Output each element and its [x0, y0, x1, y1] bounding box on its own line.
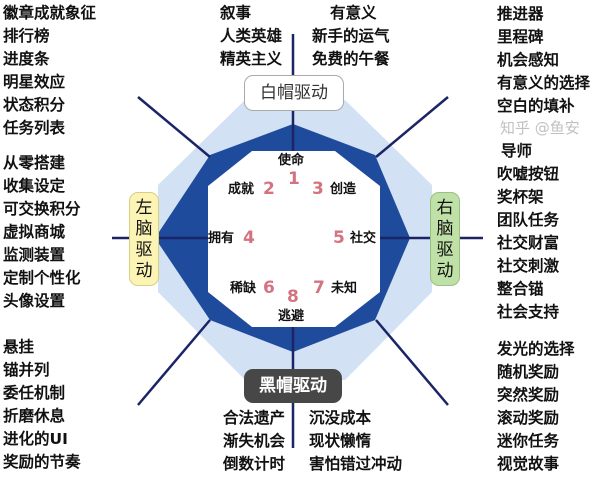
list-item: 导师	[501, 142, 533, 160]
list-top-right: 推进器里程碑机会感知有意义的选择空白的填补	[497, 3, 590, 118]
list-item: 人类英雄	[220, 27, 283, 45]
list-item: 任务列表	[3, 119, 66, 137]
core-label-8: 逃避	[278, 309, 305, 324]
core-label-6: 稀缺	[230, 281, 257, 296]
list-item: 整合锚	[497, 280, 544, 298]
core-number-2: 2	[263, 179, 275, 199]
core-label-1: 使命	[278, 153, 305, 168]
core-label-7: 未知	[331, 281, 358, 296]
list-item: 排行榜	[3, 27, 50, 45]
list-item: 社交财富	[497, 234, 560, 252]
right-brain-label: 右脑驱动	[430, 192, 460, 286]
list-item: 奖励的节奏	[3, 453, 81, 471]
list-item: 监测装置	[3, 246, 66, 264]
list-item: 社交刺激	[497, 257, 560, 275]
list-item: 突然奖励	[497, 386, 560, 404]
list-top-center-left: 叙事人类英雄精英主义	[220, 2, 282, 71]
list-item: 从零搭建	[3, 154, 66, 172]
list-item: 空白的填补	[497, 97, 575, 115]
list-item: 倒数计时	[223, 455, 286, 473]
list-item: 社会支持	[497, 303, 560, 321]
core-number-8: 8	[287, 287, 299, 307]
core-label-5: 社交	[350, 231, 377, 246]
list-bottom-center-right: 沉没成本现状懒惰害怕错过冲动	[309, 407, 402, 476]
list-item: 悬挂	[3, 338, 35, 356]
list-item: 随机奖励	[497, 363, 560, 381]
list-top-left: 徽章成就象征排行榜进度条明星效应状态积分任务列表	[3, 2, 96, 140]
list-bottom-left: 悬挂锚并列委任机制折磨休息进化的UI 奖励的节奏	[3, 336, 81, 474]
list-item: 吹嘘按钮	[497, 165, 560, 183]
list-bottom-right: 发光的选择随机奖励突然奖励滚动奖励迷你任务视觉故事	[497, 338, 575, 476]
list-item: 折磨休息	[3, 407, 66, 425]
list-top-center-right: 有意义新手的运气免费的午餐	[312, 2, 390, 71]
left-brain-label: 左脑驱动	[129, 192, 159, 286]
white-hat-label: 白帽驱动	[244, 75, 344, 111]
watermark: 知乎 @鱼安	[500, 119, 580, 137]
list-item: 收集设定	[3, 177, 66, 195]
list-mid-right: 导师吹嘘按钮奖杯架团队任务社交财富社交刺激整合锚社会支持	[497, 140, 559, 324]
left-brain-text: 左脑驱动	[135, 198, 153, 281]
list-item: 虚拟商城	[3, 223, 66, 241]
core-number-3: 3	[312, 179, 324, 199]
list-item: 发光的选择	[497, 340, 575, 358]
list-item: 叙事	[220, 4, 252, 22]
black-hat-label: 黑帽驱动	[244, 369, 342, 403]
list-item: 渐失机会	[223, 432, 286, 450]
list-item: 迷你任务	[497, 432, 560, 450]
list-item: 沉没成本	[309, 409, 372, 427]
list-item: 头像设置	[3, 292, 66, 310]
list-item: 可交换积分	[3, 200, 81, 218]
list-item: 免费的午餐	[312, 50, 390, 68]
list-item: 进化的UI	[3, 430, 68, 448]
inner-octagon	[208, 151, 380, 327]
list-item: 奖杯架	[497, 188, 544, 206]
list-item: 有意义的选择	[497, 74, 591, 92]
list-item: 新手的运气	[312, 27, 390, 45]
core-label-4: 拥有	[208, 231, 235, 246]
list-item: 状态积分	[3, 96, 66, 114]
list-item: 里程碑	[497, 28, 544, 46]
list-item: 合法遗产	[223, 409, 286, 427]
core-number-6: 6	[263, 278, 275, 298]
list-item: 有意义	[330, 4, 377, 22]
list-item: 委任机制	[3, 384, 66, 402]
list-bottom-center-left: 合法遗产渐失机会倒数计时	[223, 407, 285, 476]
right-brain-text: 右脑驱动	[436, 198, 454, 281]
core-number-4: 4	[243, 228, 255, 248]
core-label-2: 成就	[228, 182, 255, 197]
core-number-5: 5	[333, 228, 345, 248]
core-label-3: 创造	[330, 182, 357, 197]
list-item: 滚动奖励	[497, 409, 560, 427]
list-item: 锚并列	[3, 361, 50, 379]
list-item: 进度条	[3, 50, 50, 68]
list-item: 定制个性化	[3, 269, 81, 287]
list-item: 现状懒惰	[309, 432, 372, 450]
list-mid-left: 从零搭建收集设定可交换积分虚拟商城监测装置定制个性化头像设置	[3, 152, 81, 313]
list-item: 推进器	[497, 5, 544, 23]
list-item: 视觉故事	[497, 455, 560, 473]
core-number-1: 1	[288, 169, 300, 189]
list-item: 害怕错过冲动	[309, 455, 403, 473]
list-item: 明星效应	[3, 73, 66, 91]
list-item: 机会感知	[497, 51, 560, 69]
list-item: 团队任务	[497, 211, 560, 229]
core-number-7: 7	[313, 278, 325, 298]
list-item: 徽章成就象征	[3, 4, 97, 22]
list-item: 精英主义	[220, 50, 283, 68]
